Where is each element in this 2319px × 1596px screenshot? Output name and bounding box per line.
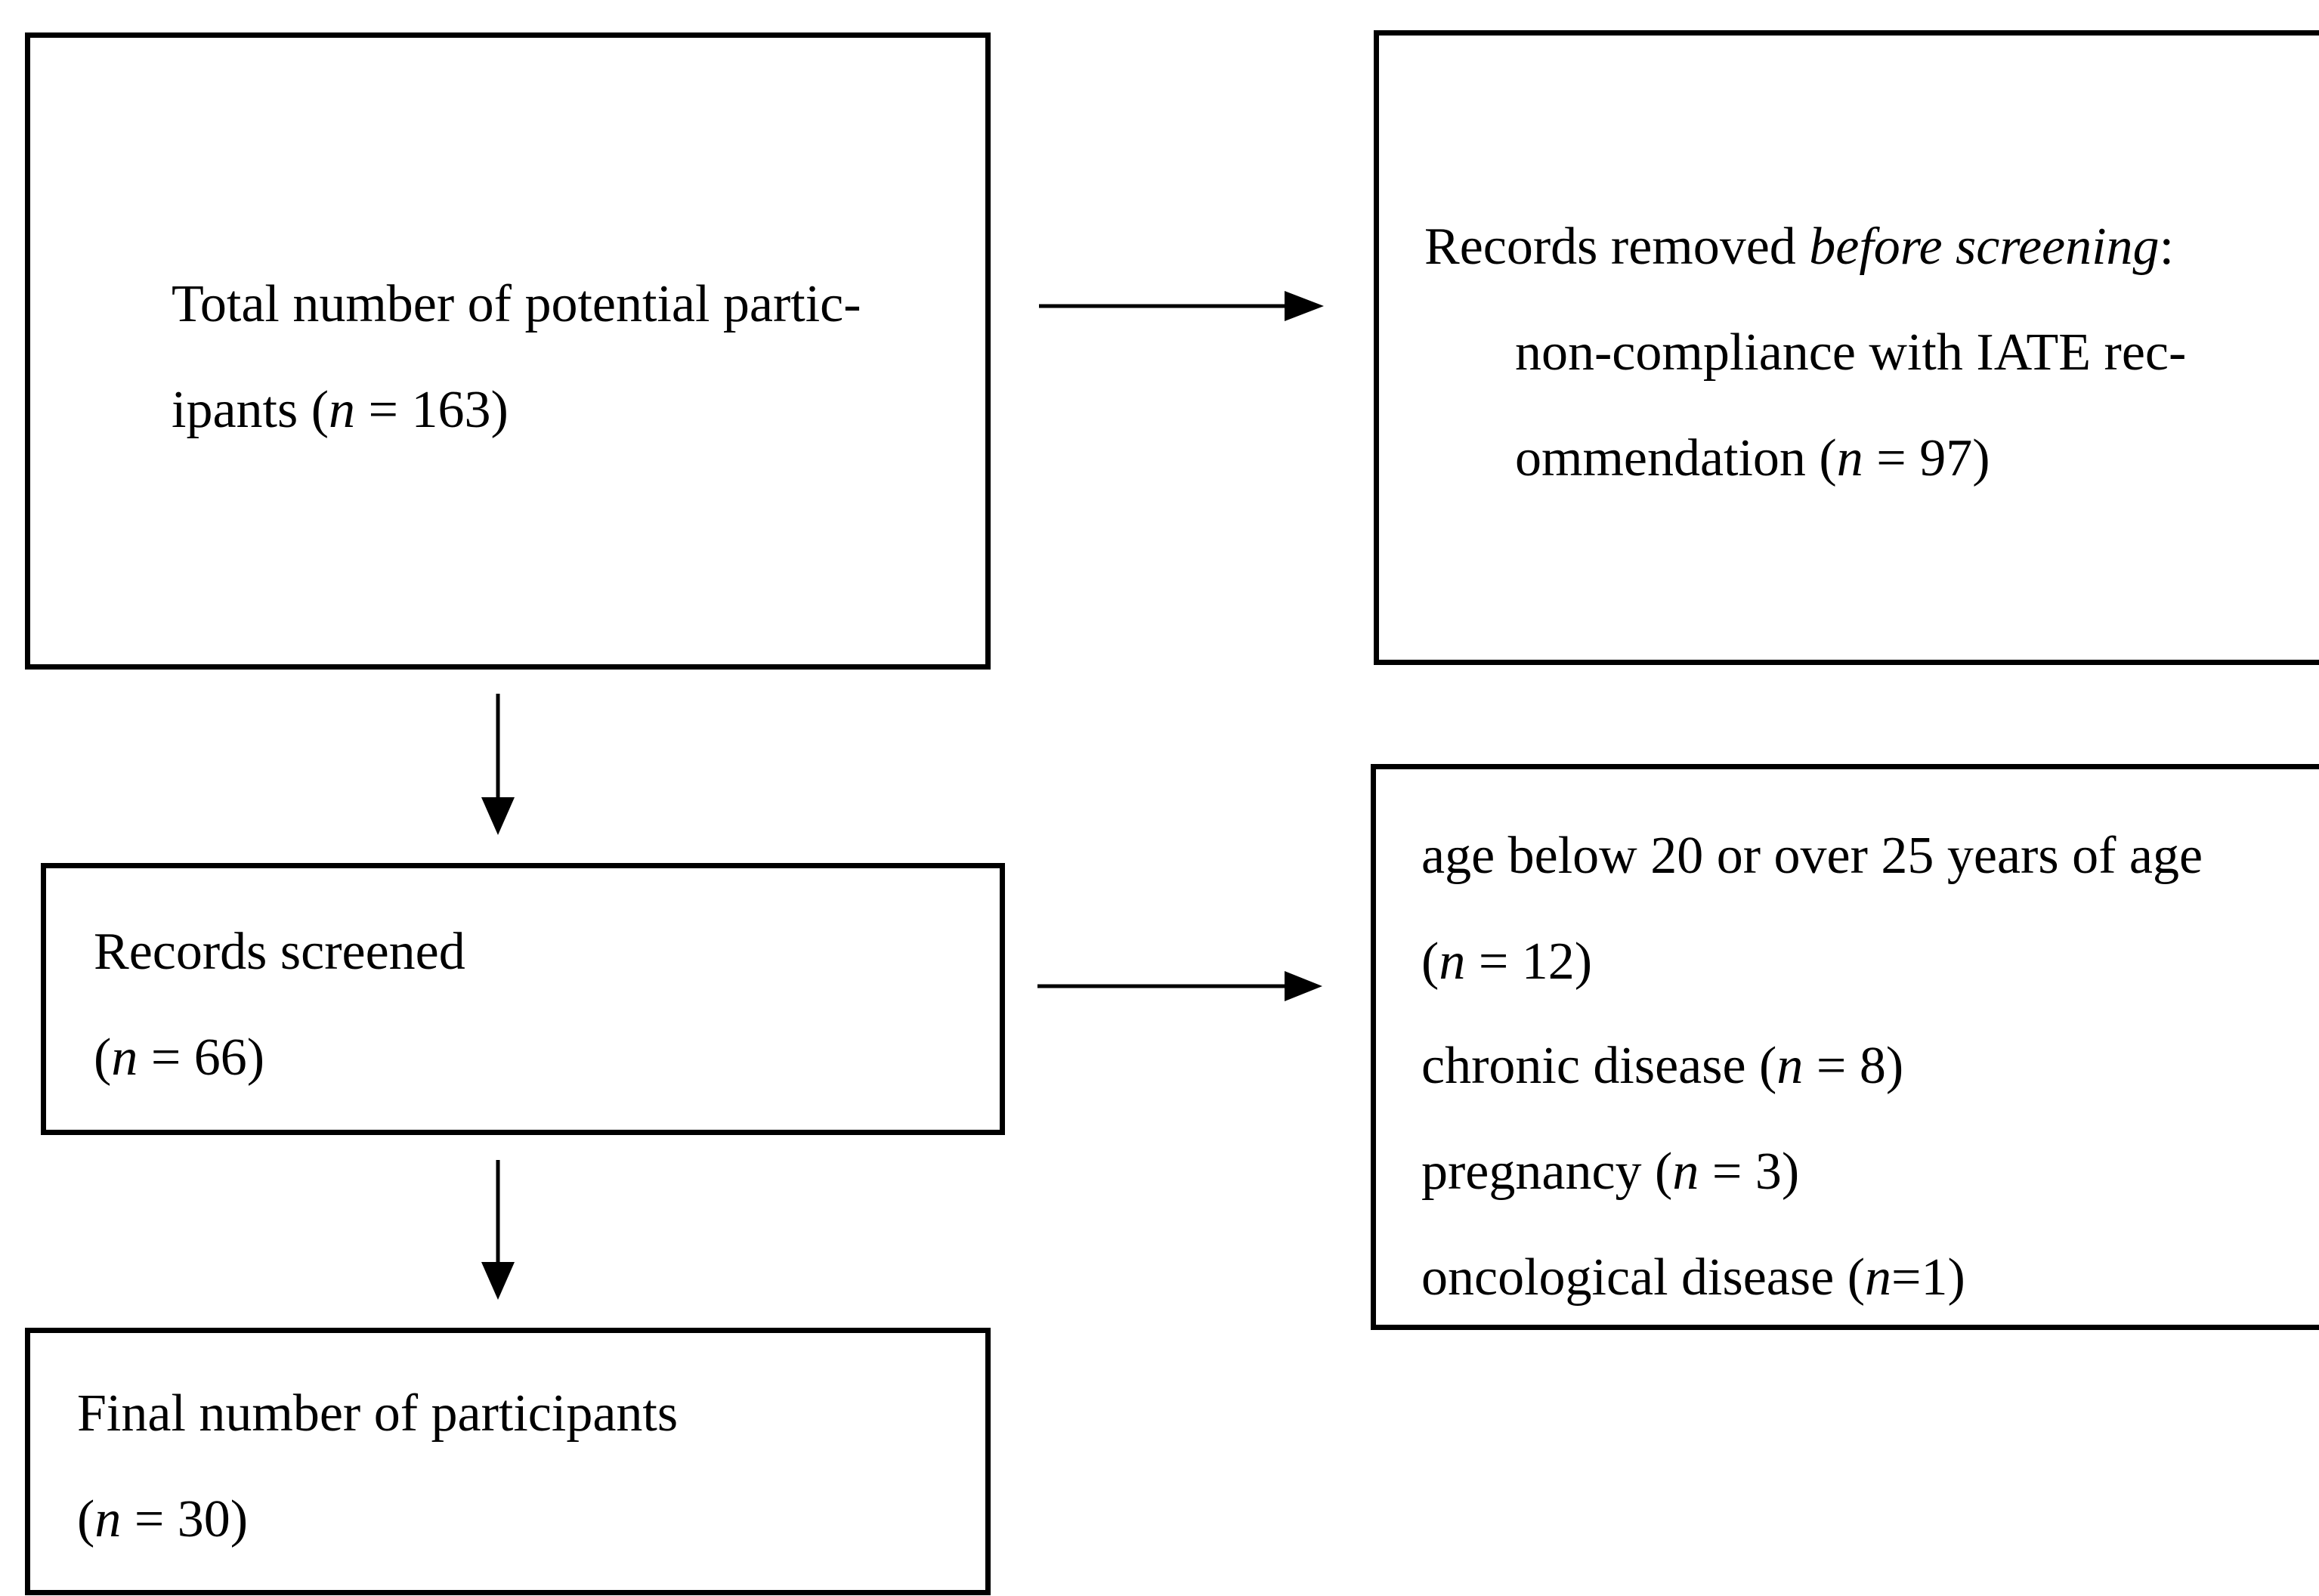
exclusion-reasons-box: age below 20 or over 25 years of age (n …	[1371, 764, 2319, 1330]
records-removed-line-3: ommendation (n = 97)	[1515, 429, 1990, 487]
arrow-screened-to-exclusions	[1037, 971, 1322, 1001]
records-removed-line-2: non-compliance with IATE rec-	[1515, 323, 2187, 382]
records-screened-count: (n = 66)	[94, 1028, 265, 1087]
records-screened-label: Records screened	[94, 923, 465, 981]
exclusion-age-count: (n = 12)	[1421, 933, 1593, 991]
final-participants-box: Final number of participants (n = 30)	[25, 1328, 991, 1595]
total-participants-line-2: ipants (n = 163)	[172, 381, 509, 439]
arrow-total-to-screened	[481, 694, 515, 835]
records-removed-box: Records removed before screening: non-co…	[1374, 30, 2319, 665]
total-participants-box: Total number of potential partic- ipants…	[25, 32, 991, 670]
records-removed-heading: Records removed before screening:	[1424, 218, 2175, 276]
final-participants-count: (n = 30)	[77, 1490, 249, 1548]
total-participants-line-1: Total number of potential partic-	[172, 275, 861, 333]
final-participants-label: Final number of participants	[77, 1384, 679, 1443]
arrow-total-to-removed	[1039, 291, 1324, 321]
exclusion-pregnancy: pregnancy (n = 3)	[1421, 1143, 1800, 1201]
exclusion-chronic-disease: chronic disease (n = 8)	[1421, 1037, 1904, 1095]
records-screened-box: Records screened (n = 66)	[41, 863, 1005, 1135]
exclusion-oncological-disease: oncological disease (n=1)	[1421, 1248, 1965, 1307]
arrow-screened-to-final	[481, 1160, 515, 1300]
exclusion-age-line: age below 20 or over 25 years of age	[1421, 827, 2203, 885]
